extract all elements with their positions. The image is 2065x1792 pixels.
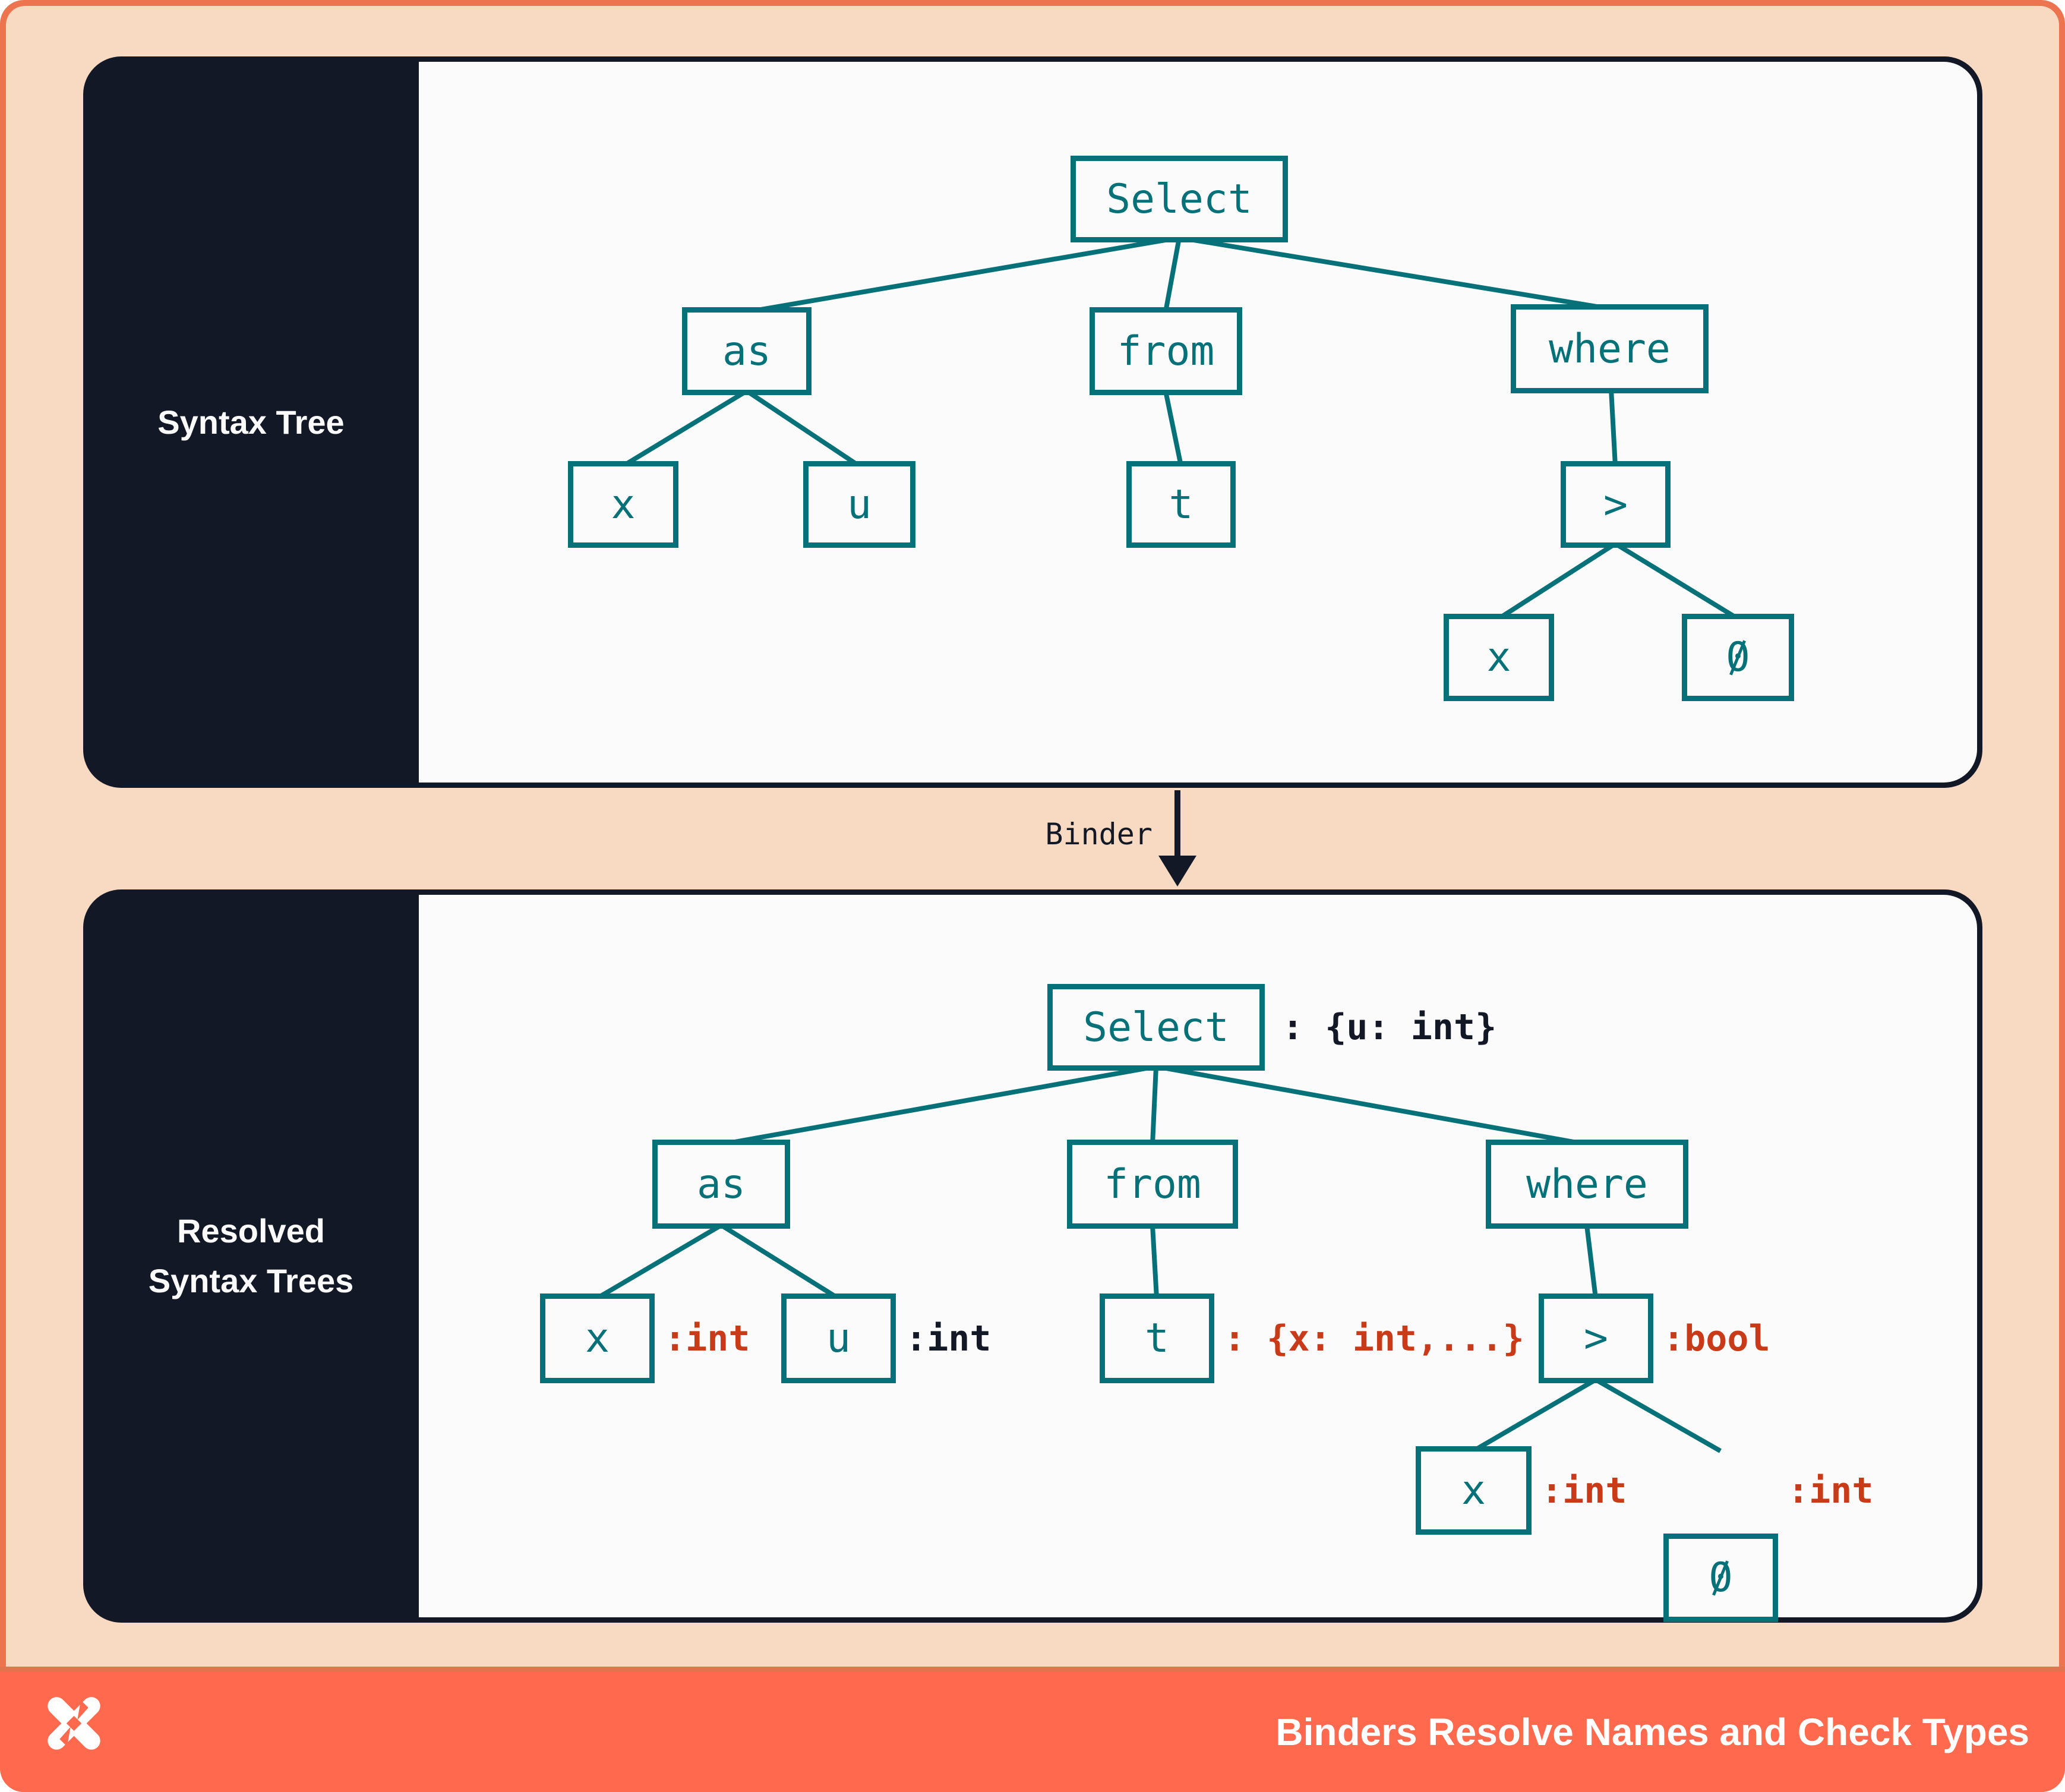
type-annotation-zero-operand: :int bbox=[1788, 1469, 1874, 1512]
resolved-syntax-trees-panel: Resolved Syntax Trees bbox=[83, 889, 1982, 1623]
type-annotation-greater-than: :bool bbox=[1663, 1317, 1770, 1359]
type-annotation-u-alias: :int bbox=[905, 1317, 992, 1359]
binder-label-text: Binder bbox=[1045, 817, 1153, 851]
tree1-node-select: Select bbox=[1071, 156, 1288, 242]
tree2-node-x-alias: x bbox=[540, 1293, 655, 1383]
tree2-node-t-table: t bbox=[1100, 1293, 1214, 1383]
tree1-node-as: as bbox=[682, 307, 812, 395]
slashed-zero-glyph: 0 bbox=[1709, 1554, 1733, 1601]
tree2-node-u-alias: u bbox=[781, 1293, 896, 1383]
tree1-node-x-alias: x bbox=[568, 461, 678, 548]
type-annotation-x-operand: :int bbox=[1541, 1469, 1627, 1512]
slashed-zero-glyph: 0 bbox=[1726, 634, 1750, 681]
tree2-node-zero-operand: 0 bbox=[1663, 1534, 1778, 1622]
tree2-node-greater-than: > bbox=[1539, 1293, 1653, 1383]
footer-bar: Binders Resolve Names and Check Types bbox=[0, 1667, 2065, 1792]
syntax-tree-panel-title: Syntax Tree bbox=[83, 56, 419, 788]
panel-title-text: Syntax Tree bbox=[157, 403, 345, 441]
tree1-node-greater-than: > bbox=[1561, 461, 1671, 548]
type-annotation-t-table: : {x: int,...} bbox=[1224, 1317, 1524, 1359]
tree2-node-where: where bbox=[1486, 1140, 1688, 1229]
dolt-pinwheel-logo-icon bbox=[48, 1697, 100, 1750]
type-annotation-x-alias: :int bbox=[664, 1317, 750, 1359]
infographic-title: Binders Resolve Names and Check Types bbox=[1275, 1671, 2029, 1792]
tree2-node-from: from bbox=[1067, 1140, 1238, 1229]
infographic-title-text: Binders Resolve Names and Check Types bbox=[1275, 1710, 2029, 1753]
tree2-node-select: Select bbox=[1047, 984, 1265, 1071]
panel-title-line-1: Resolved bbox=[177, 1212, 325, 1250]
binder-step-label: Binder bbox=[927, 817, 1153, 851]
resolved-syntax-trees-panel-title: Resolved Syntax Trees bbox=[83, 889, 419, 1623]
tree1-node-u-alias: u bbox=[803, 461, 915, 548]
type-annotation-select: : {u: int} bbox=[1282, 1007, 1497, 1048]
tree1-node-where: where bbox=[1511, 304, 1709, 393]
tree1-node-x-operand: x bbox=[1444, 614, 1554, 701]
tree1-node-t-table: t bbox=[1126, 461, 1236, 548]
panel-title-line-2: Syntax Trees bbox=[148, 1262, 354, 1299]
tree1-node-zero-operand: 0 bbox=[1682, 614, 1794, 701]
tree2-node-x-operand: x bbox=[1416, 1446, 1532, 1535]
tree2-node-as: as bbox=[652, 1140, 790, 1229]
tree1-node-from: from bbox=[1090, 307, 1242, 395]
